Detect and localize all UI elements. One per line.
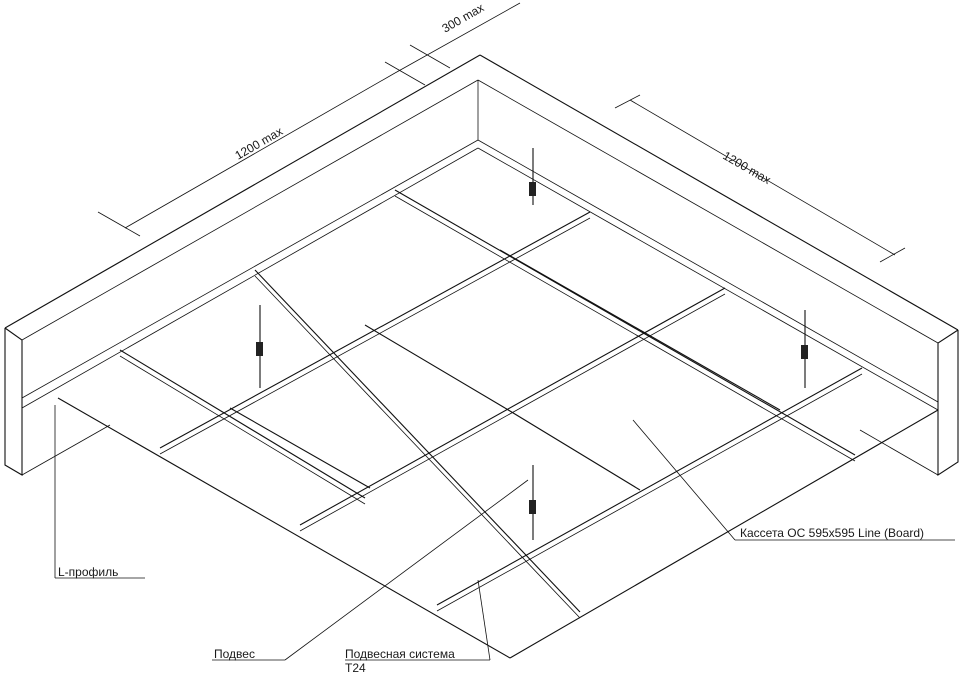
label-l-profile: L-профиль [58, 565, 118, 579]
dimension-hanger-offset: 300 max [440, 0, 487, 35]
label-suspension-t24: T24 [345, 661, 366, 674]
hanger-4 [529, 465, 536, 540]
hangers [256, 148, 808, 540]
hanger-2 [256, 305, 263, 388]
label-cassette: Кассета ОС 595x595 Line (Board) [740, 526, 924, 540]
dimension-lines [97, 2, 906, 263]
dimension-span-right: 1200 max [721, 148, 774, 186]
t24-grid [119, 189, 863, 619]
label-hanger: Подвес [214, 647, 255, 661]
leader-lines [54, 405, 955, 661]
cross-runners [159, 211, 863, 612]
dimension-span-left: 1200 max [233, 124, 286, 162]
hanger-1 [529, 148, 536, 205]
grid-cross-tees [229, 249, 781, 491]
wall-structure [4, 54, 959, 477]
ceiling-plane [57, 397, 939, 659]
hanger-3 [801, 310, 808, 388]
label-suspension-system: Подвесная система [345, 647, 455, 661]
main-runners [119, 189, 856, 619]
